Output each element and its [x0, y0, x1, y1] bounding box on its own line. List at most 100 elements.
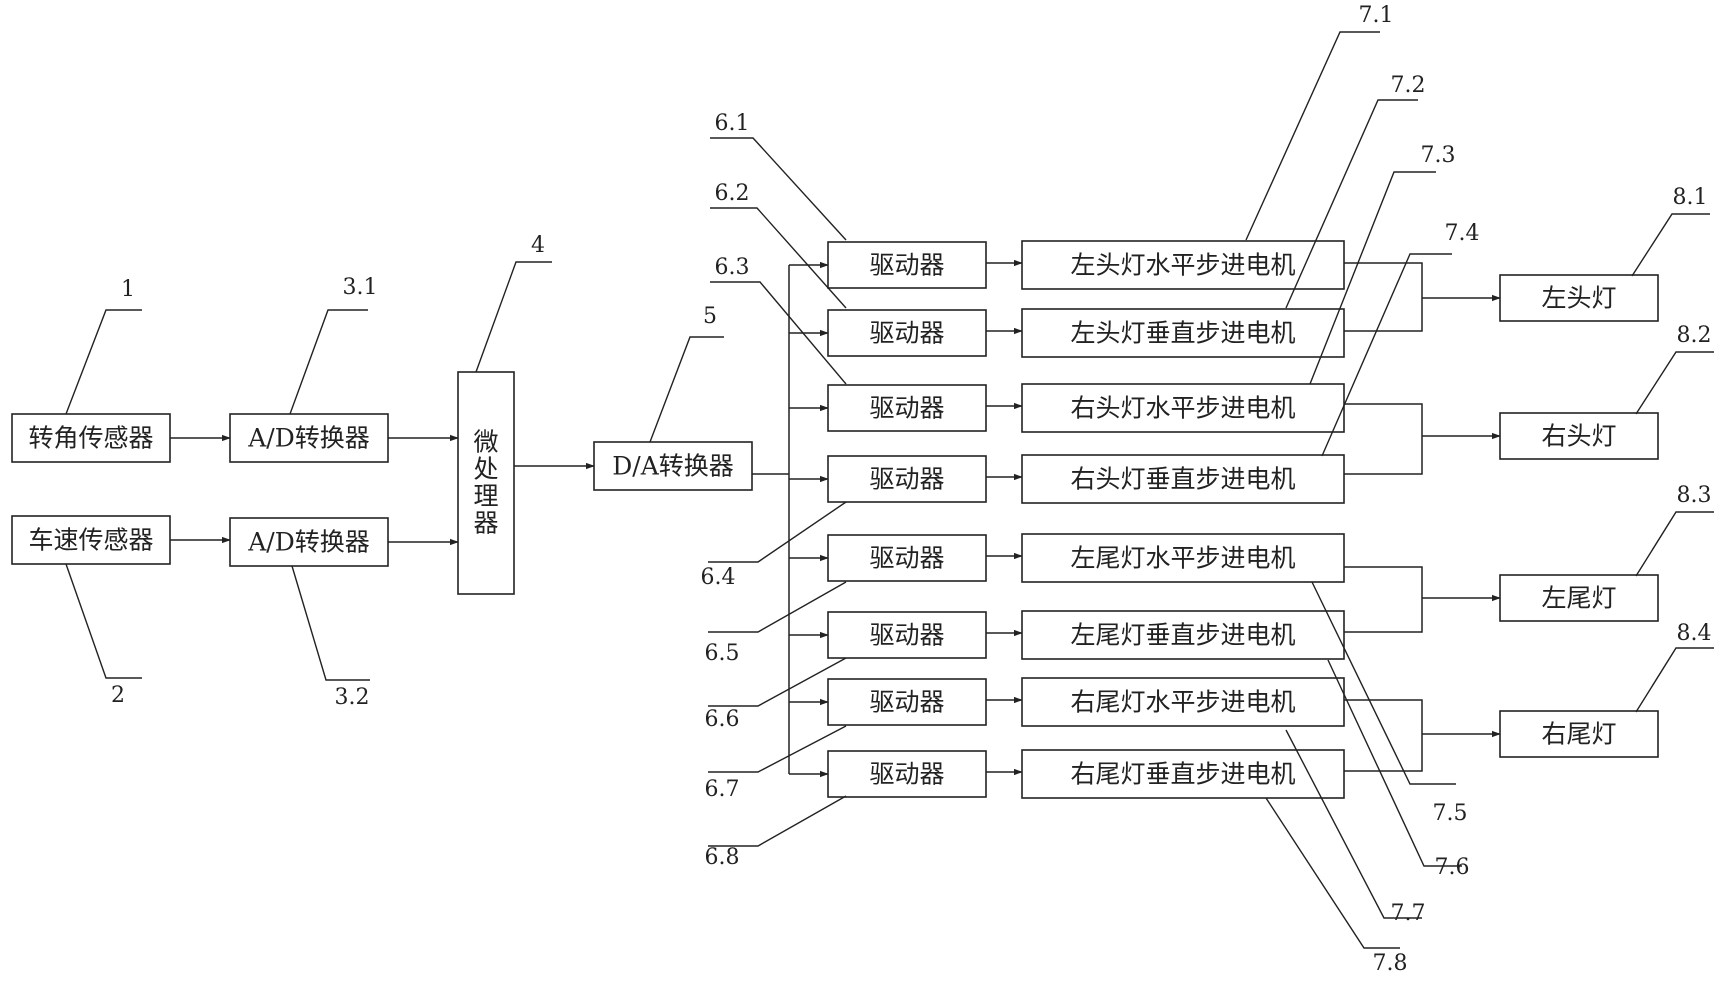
microprocessor-block: 微 处 理 器 — [458, 372, 514, 594]
ref-label-7-1: 7.1 — [1359, 3, 1394, 28]
ref-label-6-5: 6.5 — [705, 641, 740, 666]
leader-line-6-8 — [708, 796, 846, 846]
driver-7-block: 驱动器 — [828, 679, 986, 725]
ref-label-2: 2 — [111, 683, 125, 708]
driver-4-block: 驱动器 — [828, 456, 986, 502]
ref-label-7-5: 7.5 — [1433, 801, 1468, 826]
driver-1-block: 驱动器 — [828, 242, 986, 288]
ref-label-6-6: 6.6 — [705, 707, 740, 732]
leader-line-4 — [476, 262, 552, 372]
ref-label-1: 1 — [121, 277, 135, 302]
da-converter-block: D/A转换器 — [594, 442, 752, 490]
microprocessor-label-char-2: 处 — [473, 455, 498, 484]
driver-6-label: 驱动器 — [869, 621, 944, 650]
ref-label-6-8: 6.8 — [705, 845, 740, 870]
stepper-motor-8-block: 右尾灯垂直步进电机 — [1022, 750, 1344, 798]
stepper-motor-4-block: 右头灯垂直步进电机 — [1022, 455, 1344, 503]
lamp-2-block: 右头灯 — [1500, 413, 1658, 459]
da-converter-label: D/A转换器 — [612, 452, 734, 481]
ref-label-8-3: 8.3 — [1677, 483, 1712, 508]
ref-label-7-4: 7.4 — [1445, 221, 1480, 246]
ref-label-7-8: 7.8 — [1373, 951, 1408, 976]
leader-line-6-7 — [708, 726, 846, 772]
ref-label-7-6: 7.6 — [1435, 855, 1470, 880]
driver-3-block: 驱动器 — [828, 385, 986, 431]
ref-label-5: 5 — [703, 304, 717, 329]
microprocessor-label-char-1: 微 — [473, 428, 498, 457]
leader-line-5 — [650, 337, 724, 442]
stepper-motor-2-block: 左头灯垂直步进电机 — [1022, 309, 1344, 357]
ref-label-6-1: 6.1 — [715, 111, 750, 136]
stepper-motor-3-block: 右头灯水平步进电机 — [1022, 384, 1344, 432]
steering-angle-sensor-label: 转角传感器 — [28, 424, 153, 453]
motors-to-lamp-1-junction — [1344, 263, 1422, 331]
driver-2-block: 驱动器 — [828, 310, 986, 356]
leader-line-8-3 — [1636, 512, 1714, 576]
stepper-motor-5-block: 左尾灯水平步进电机 — [1022, 534, 1344, 582]
stepper-motor-1-block: 左头灯水平步进电机 — [1022, 241, 1344, 289]
driver-8-block: 驱动器 — [828, 751, 986, 797]
ref-label-7-3: 7.3 — [1421, 143, 1456, 168]
vehicle-speed-sensor-block: 车速传感器 — [12, 516, 170, 564]
driver-2-label: 驱动器 — [869, 319, 944, 348]
driver-4-label: 驱动器 — [869, 465, 944, 494]
ad-converter-2-label: A/D转换器 — [247, 528, 370, 557]
ref-label-6-3: 6.3 — [715, 255, 750, 280]
ad-converter-2-block: A/D转换器 — [230, 518, 388, 566]
lamp-1-block: 左头灯 — [1500, 275, 1658, 321]
stepper-motor-5-label: 左尾灯水平步进电机 — [1070, 544, 1295, 573]
output-section: 驱动器左头灯水平步进电机驱动器左头灯垂直步进电机驱动器右头灯水平步进电机驱动器右… — [701, 3, 1715, 976]
microprocessor-label-char-4: 器 — [473, 509, 498, 538]
lamp-2-label: 右头灯 — [1541, 422, 1616, 451]
leader-line-8-2 — [1636, 352, 1714, 414]
ref-label-8-1: 8.1 — [1673, 185, 1708, 210]
ref-label-6-7: 6.7 — [705, 777, 740, 802]
ref-label-6-4: 6.4 — [701, 565, 736, 590]
driver-7-label: 驱动器 — [869, 688, 944, 717]
leader-line-1 — [66, 310, 142, 414]
leader-line-3-1 — [290, 310, 368, 414]
driver-8-label: 驱动器 — [869, 760, 944, 789]
driver-6-block: 驱动器 — [828, 612, 986, 658]
motors-to-lamp-2-junction — [1344, 404, 1422, 474]
ref-label-3-1: 3.1 — [343, 275, 378, 300]
ref-label-6-2: 6.2 — [715, 181, 750, 206]
stepper-motor-3-label: 右头灯水平步进电机 — [1070, 394, 1295, 423]
lamp-3-label: 左尾灯 — [1541, 584, 1616, 613]
leader-line-3-2 — [292, 566, 370, 680]
stepper-motor-2-label: 左头灯垂直步进电机 — [1070, 319, 1295, 348]
driver-5-label: 驱动器 — [869, 544, 944, 573]
leader-line-6-4 — [708, 502, 846, 562]
ad-converter-1-block: A/D转换器 — [230, 414, 388, 462]
leader-line-8-1 — [1632, 214, 1710, 276]
stepper-motor-1-label: 左头灯水平步进电机 — [1070, 251, 1295, 280]
stepper-motor-6-block: 左尾灯垂直步进电机 — [1022, 611, 1344, 659]
motors-to-lamp-4-junction — [1344, 700, 1422, 771]
driver-5-block: 驱动器 — [828, 535, 986, 581]
stepper-motor-7-label: 右尾灯水平步进电机 — [1070, 688, 1295, 717]
ad-converter-1-label: A/D转换器 — [247, 424, 370, 453]
stepper-motor-8-label: 右尾灯垂直步进电机 — [1070, 760, 1295, 789]
stepper-motor-4-label: 右头灯垂直步进电机 — [1070, 465, 1295, 494]
ref-label-4: 4 — [531, 233, 545, 258]
ref-label-7-2: 7.2 — [1391, 73, 1426, 98]
leader-line-7-1 — [1246, 32, 1380, 240]
ref-label-8-2: 8.2 — [1677, 323, 1712, 348]
lamp-3-block: 左尾灯 — [1500, 575, 1658, 621]
driver-3-label: 驱动器 — [869, 394, 944, 423]
lamp-4-block: 右尾灯 — [1500, 711, 1658, 757]
ref-label-8-4: 8.4 — [1677, 621, 1712, 646]
lamp-1-label: 左头灯 — [1541, 284, 1616, 313]
driver-1-label: 驱动器 — [869, 251, 944, 280]
motors-to-lamp-3-junction — [1344, 567, 1422, 632]
microprocessor-label-char-3: 理 — [473, 482, 498, 511]
stepper-motor-6-label: 左尾灯垂直步进电机 — [1070, 621, 1295, 650]
ref-label-3-2: 3.2 — [335, 685, 370, 710]
leader-line-2 — [66, 564, 142, 678]
stepper-motor-7-block: 右尾灯水平步进电机 — [1022, 678, 1344, 726]
leader-line-7-6 — [1328, 660, 1462, 866]
steering-angle-sensor-block: 转角传感器 — [12, 414, 170, 462]
leader-line-8-4 — [1636, 648, 1714, 712]
